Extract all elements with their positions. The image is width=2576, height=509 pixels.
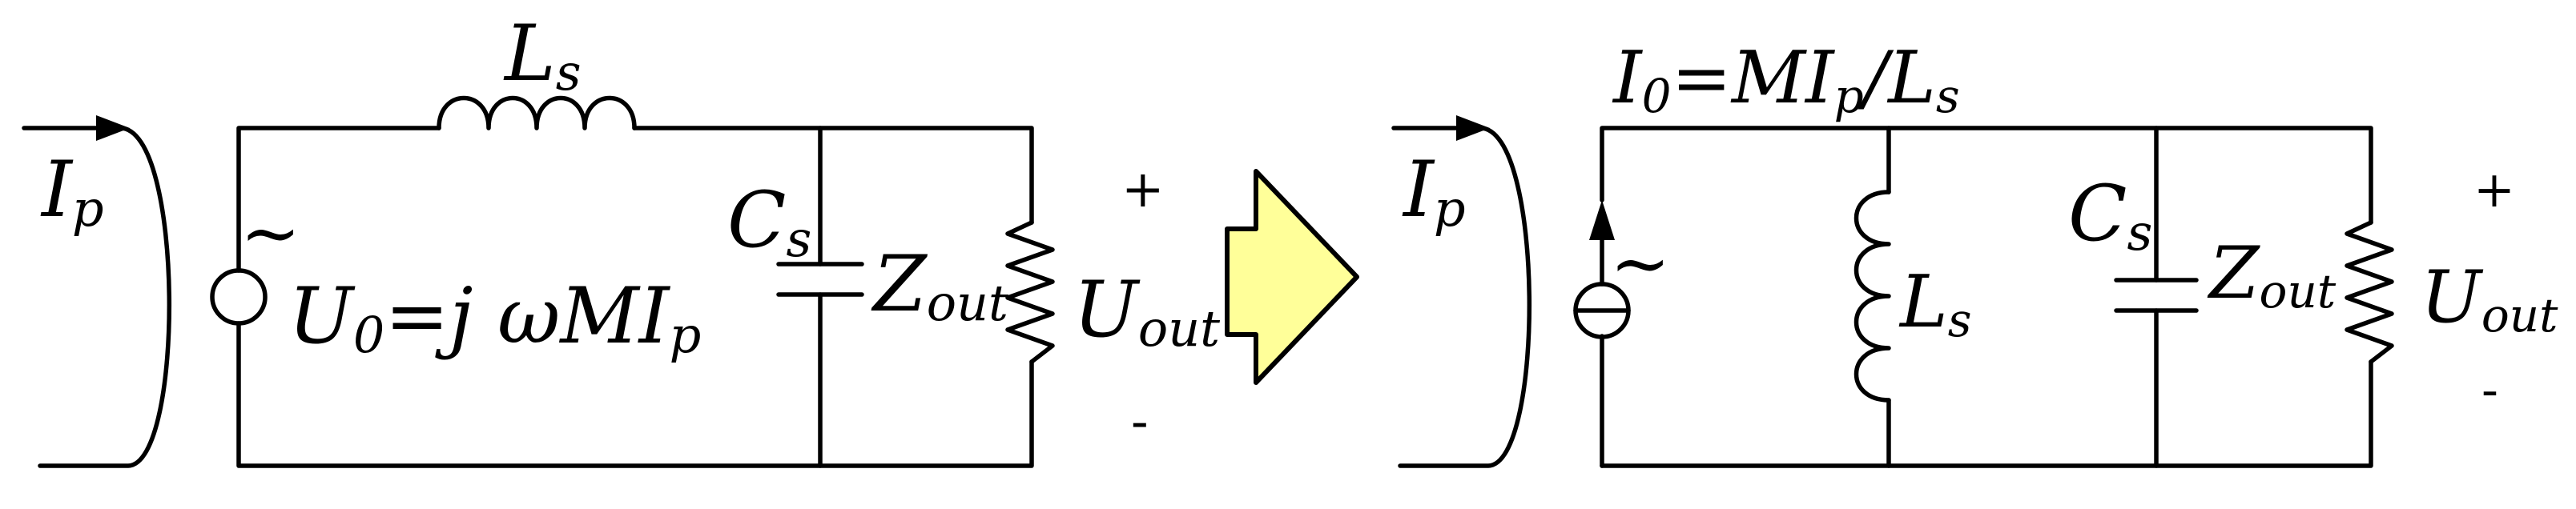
right-minus-sign: -: [2481, 360, 2498, 419]
right-source-tilde: ~: [1610, 222, 1670, 306]
right-zout-label: Zout: [2207, 231, 2337, 319]
left-zout-label: Zout: [871, 239, 1008, 332]
right-coupling-arc: [1398, 126, 1532, 468]
left-source-tilde: ~: [240, 191, 300, 275]
left-ls-label: Ls: [503, 9, 582, 102]
left-coupling-arc: [38, 126, 171, 468]
right-uout-label: Uout: [2421, 255, 2558, 343]
right-current-equation: I0=MIp/Ls: [1612, 36, 1960, 123]
left-circuit: Ip Ls ~ U0=j ωMIp Cs Zout + Uout -: [22, 9, 1220, 468]
left-inductor-ls: [437, 95, 637, 130]
right-current-source: [1573, 200, 1631, 339]
left-voltage-source: [210, 268, 268, 326]
right-wires: [1600, 126, 2373, 468]
right-resistor-zout: [2345, 220, 2394, 364]
left-cs-label: Cs: [727, 175, 811, 268]
left-wires: [236, 126, 1034, 468]
right-circuit: Ip I0=MIp/Ls ~ Ls Cs: [1391, 36, 2558, 468]
right-capacitor-cs: [2114, 278, 2199, 313]
transform-arrow: [1225, 169, 1359, 385]
left-resistor-zout: [1005, 220, 1055, 364]
left-minus-sign: -: [1131, 392, 1149, 451]
left-source-label: U0=j ωMIp: [288, 271, 701, 364]
right-inductor-ls: [1854, 190, 1891, 403]
right-plus-sign: +: [2473, 160, 2515, 218]
left-uout-label: Uout: [1073, 265, 1220, 358]
right-cs-label: Cs: [2068, 169, 2152, 262]
left-capacitor-cs: [776, 262, 864, 297]
left-primary-current-arrow: [22, 115, 130, 141]
left-ip-label: Ip: [40, 145, 104, 238]
right-ls-label: Ls: [1898, 260, 1972, 347]
right-primary-current-arrow: [1391, 115, 1490, 141]
right-ip-label: Ip: [1402, 145, 1466, 238]
left-plus-sign: +: [1121, 160, 1165, 219]
